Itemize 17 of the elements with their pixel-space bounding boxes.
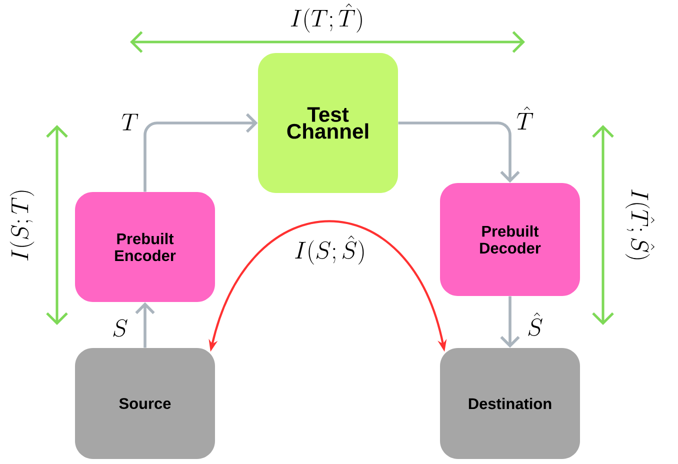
destination-box: Destination xyxy=(440,348,580,460)
channel-box: Test Channel xyxy=(258,53,398,193)
arrow xyxy=(135,302,155,348)
arrow xyxy=(500,296,520,348)
edge-label: $\hat{S}$ xyxy=(526,311,544,337)
measure-label: $I(\hat{T};\hat{S})$ xyxy=(625,190,655,260)
arrow xyxy=(398,122,520,183)
arrow xyxy=(144,113,258,192)
decoder-box: Prebuilt Decoder xyxy=(440,182,580,296)
measure-label: $I(T;\hat{T})$ xyxy=(290,3,362,33)
source-box: Source xyxy=(75,348,215,460)
edge-label: $S$ xyxy=(110,318,130,338)
edge-label: $T$ xyxy=(120,112,140,132)
measure-label: $I(S;T)$ xyxy=(10,190,34,261)
edge-label: $I(S;\hat{S})$ xyxy=(292,234,368,266)
edge-label: $\hat{T}$ xyxy=(514,105,536,131)
encoder-box: Prebuilt Encoder xyxy=(75,192,215,302)
